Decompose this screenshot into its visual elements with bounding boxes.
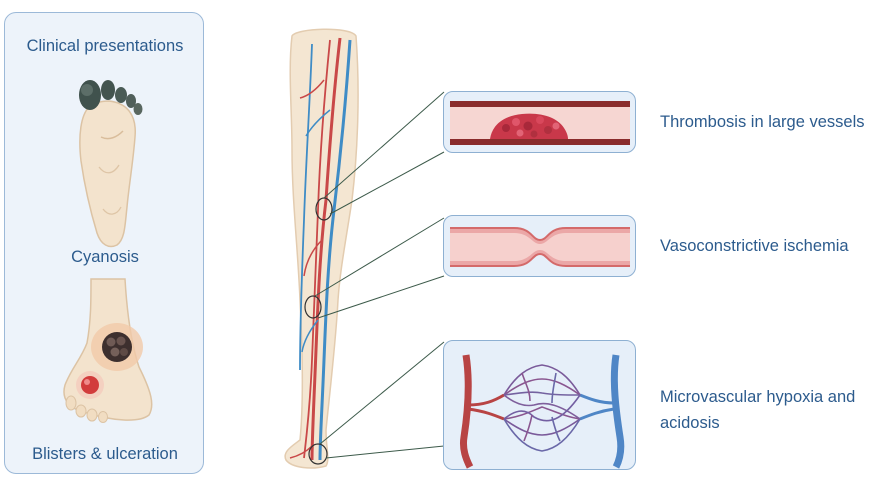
microvascular-network-icon	[444, 341, 636, 470]
leg-vasculature-icon	[285, 29, 358, 468]
vasoconstriction-icon	[444, 216, 636, 277]
thrombosis-icon	[444, 92, 636, 153]
vasoconstriction-inset	[443, 215, 636, 277]
microvascular-inset	[443, 340, 636, 470]
thrombosis-label: Thrombosis in large vessels	[660, 109, 865, 135]
thrombosis-inset	[443, 91, 636, 153]
vasoconstriction-label: Vasoconstrictive ischemia	[660, 233, 849, 259]
microvascular-label: Microvascular hypoxia and acidosis	[660, 384, 888, 436]
